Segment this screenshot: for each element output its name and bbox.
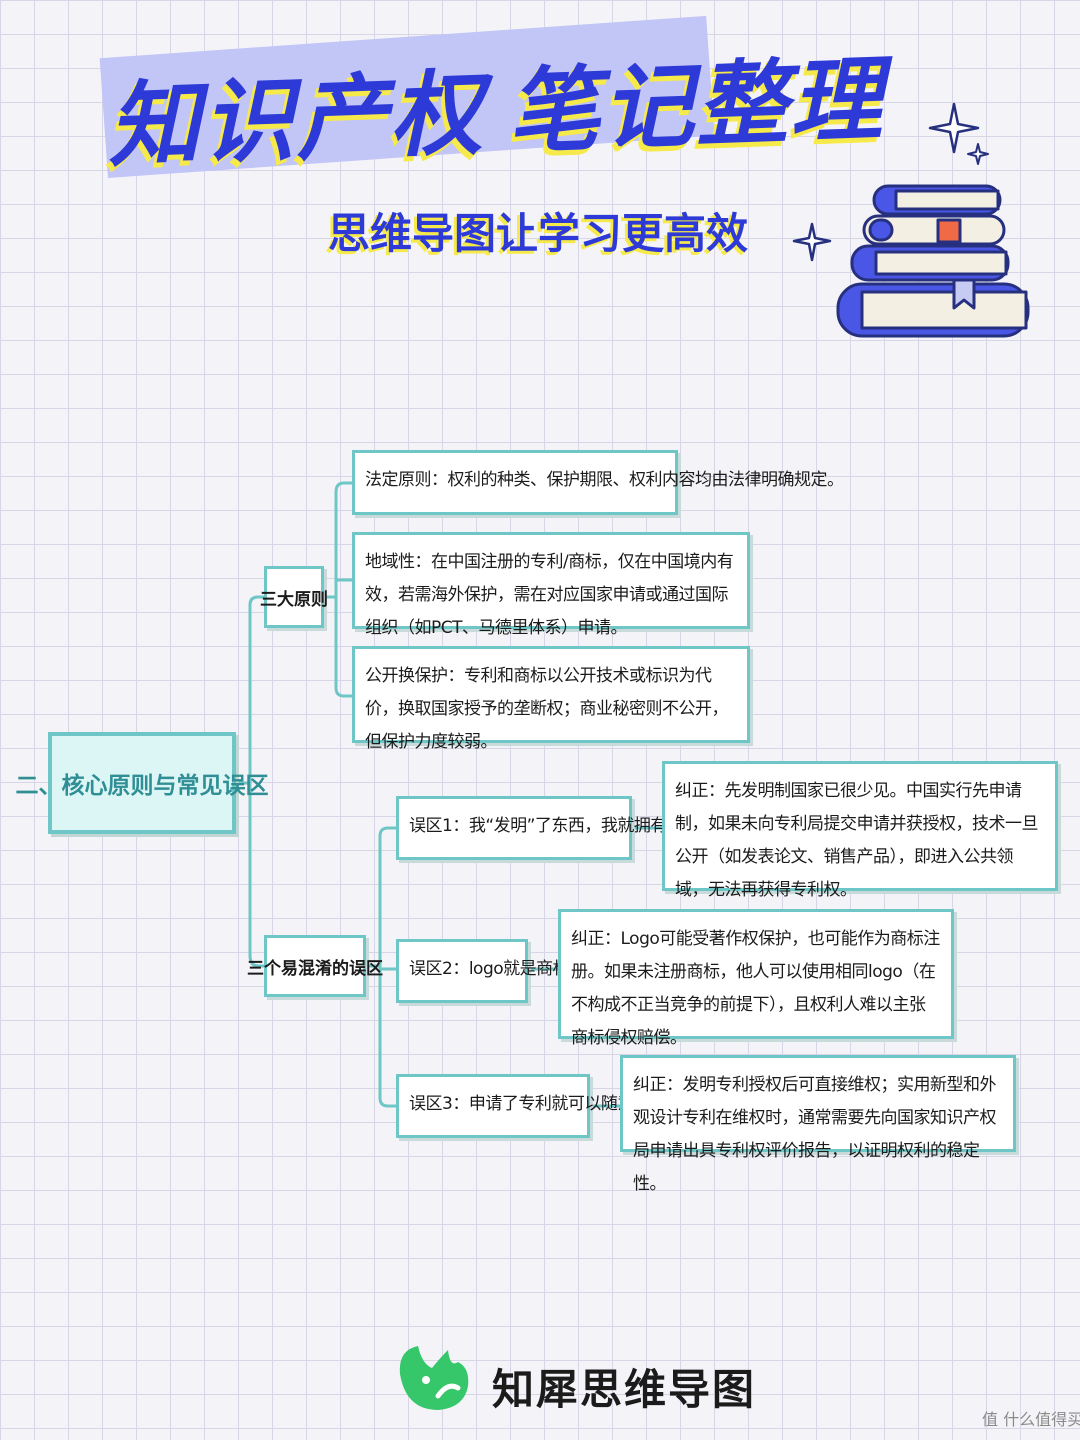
leaf-legal-principle[interactable]: 法定原则：权利的种类、保护期限、权利内容均由法律明确规定。 <box>352 450 844 515</box>
page-subtitle: 思维导图让学习更高效 <box>328 209 749 258</box>
misconception-1[interactable]: 误区1：我“发明”了东西，我就拥有专利权。 <box>396 796 733 860</box>
branch-three-misconceptions[interactable]: 三个易混淆的误区 <box>247 935 383 997</box>
correction-2[interactable]: 纠正：Logo可能受著作权保护，也可能作为商标注册。如果未注册商标，他人可以使用… <box>558 909 954 1048</box>
mindmap-root[interactable]: 二、核心原则与常见误区 <box>16 732 269 834</box>
brand-name: 知犀思维导图 <box>492 1365 757 1414</box>
watermark: 值 什么值得买 <box>982 1410 1080 1429</box>
correction-1[interactable]: 纠正：先发明制国家已很少见。中国实行先申请制，如果未向专利局提交申请并获授权，技… <box>662 761 1058 900</box>
branch-three-principles[interactable]: 三大原则 <box>260 566 328 628</box>
sparkle-icon <box>792 222 832 262</box>
correction-3[interactable]: 纠正：发明专利授权后可直接维权；实用新型和外观设计专利在维权时，通常需要先向国家… <box>620 1055 1016 1194</box>
misconception-2[interactable]: 误区2：logo就是商标。 <box>396 939 586 1003</box>
book-stack-icon <box>836 184 1030 338</box>
rhino-logo-icon <box>399 1346 469 1410</box>
leaf-disclosure-for-protection[interactable]: 公开换保护：专利和商标以公开技术或标识为代价，换取国家授予的垄断权；商业秘密则不… <box>352 646 750 752</box>
sparkle-icon <box>928 102 989 165</box>
leaf-territoriality[interactable]: 地域性：在中国注册的专利/商标，仅在中国境内有效，若需海外保护，需在对应国家申请… <box>352 532 750 638</box>
misconception-3[interactable]: 误区3：申请了专利就可以随意维权。 <box>396 1074 684 1138</box>
